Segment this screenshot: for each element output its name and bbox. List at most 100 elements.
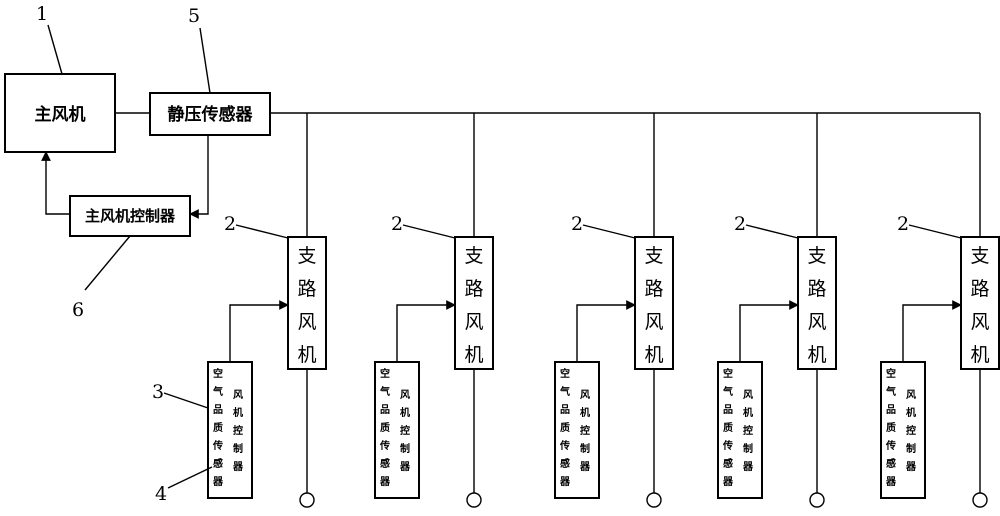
branch-controller-box: [880, 361, 926, 499]
branch-group-5: 支 路 风 机 空 气 品 质 传 感 器 风 机 控 制 器 2: [880, 113, 1000, 508]
svg-text:气: 气: [559, 385, 570, 398]
svg-text:感: 感: [380, 457, 390, 470]
svg-text:质: 质: [886, 421, 896, 434]
callout-3-leader: [163, 392, 209, 409]
branch-controller-box: [374, 361, 420, 499]
svg-text:机: 机: [970, 344, 989, 366]
callout-2: 2: [571, 213, 583, 235]
svg-text:空: 空: [560, 367, 570, 380]
svg-text:传: 传: [212, 439, 223, 452]
svg-text:空: 空: [380, 367, 390, 380]
svg-text:机: 机: [580, 406, 590, 419]
svg-text:品: 品: [380, 404, 390, 416]
branch-group-3: 支 路 风 机 空 气 品 质 传 感 器 风 机 控 制 器 2: [554, 113, 674, 508]
svg-text:路: 路: [644, 278, 663, 300]
svg-text:质: 质: [213, 421, 223, 434]
branch-fan-char: 机: [297, 344, 316, 366]
svg-text:制: 制: [906, 442, 916, 455]
svg-text:风: 风: [400, 389, 410, 401]
svg-text:器: 器: [905, 461, 917, 473]
branch-group-1: 支 路 风 机 空 气 品 质 传 感 器 风 机 控 制 器 2: [207, 113, 327, 508]
svg-text:气: 气: [379, 385, 390, 398]
callout-6: 6: [72, 299, 84, 321]
svg-text:支: 支: [807, 245, 826, 267]
sensor-to-controller-arrow: [189, 135, 209, 219]
branch-group-2: 支 路 风 机 空 气 品 质 传 感 器 风 机 控 制 器 2: [374, 113, 494, 508]
callout-2: 2: [897, 213, 909, 235]
svg-text:风: 风: [233, 389, 243, 401]
svg-text:感: 感: [723, 457, 733, 470]
svg-text:器: 器: [579, 461, 591, 473]
svg-text:空: 空: [723, 367, 733, 380]
branch-fan-char: 支: [297, 245, 316, 267]
svg-text:传: 传: [379, 439, 390, 452]
outlet-circle: [972, 492, 988, 508]
svg-text:风: 风: [580, 389, 590, 401]
branch-fan-box: [634, 236, 674, 370]
svg-text:控: 控: [580, 424, 590, 437]
svg-text:机: 机: [464, 344, 483, 366]
svg-text:器: 器: [212, 476, 224, 488]
callout-2: 2: [224, 213, 236, 235]
svg-text:支: 支: [464, 245, 483, 267]
outlet-circle: [646, 492, 662, 508]
svg-text:风: 风: [970, 311, 989, 333]
branch-controller-box: [717, 361, 763, 499]
callout-4: 4: [155, 483, 167, 505]
svg-text:支: 支: [644, 245, 663, 267]
branch-fan-char: 风: [297, 311, 316, 333]
callout-6-leader: [84, 235, 131, 291]
callout-2: 2: [734, 213, 746, 235]
svg-text:风: 风: [906, 389, 916, 401]
branch-group-4: 支 路 风 机 空 气 品 质 传 感 器 风 机 控 制 器 2: [717, 113, 837, 508]
callout-2: 2: [391, 213, 403, 235]
svg-text:支: 支: [970, 245, 989, 267]
svg-text:机: 机: [807, 344, 826, 366]
svg-text:气: 气: [722, 385, 733, 398]
svg-text:机: 机: [400, 406, 410, 419]
svg-text:质: 质: [560, 421, 570, 434]
svg-text:路: 路: [464, 278, 483, 300]
svg-text:器: 器: [722, 476, 734, 488]
svg-text:机: 机: [906, 406, 916, 419]
branch-fan-box: [454, 236, 494, 370]
svg-text:风: 风: [464, 311, 483, 333]
callout-5-leader: [199, 27, 211, 94]
svg-text:气: 气: [212, 385, 223, 398]
svg-text:质: 质: [723, 421, 733, 434]
branch-controller-box: [554, 361, 600, 499]
callout-4-leader: [167, 466, 213, 489]
callout-3: 3: [152, 381, 164, 403]
outlet-circle: [809, 492, 825, 508]
svg-text:器: 器: [232, 461, 244, 473]
svg-text:品: 品: [723, 404, 733, 416]
svg-text:机: 机: [743, 406, 753, 419]
svg-text:感: 感: [213, 457, 223, 470]
main-fan-controller-label: 主风机控制器: [85, 207, 176, 225]
svg-text:制: 制: [743, 442, 753, 455]
svg-text:感: 感: [560, 457, 570, 470]
branch-fan-box: [960, 236, 1000, 370]
svg-text:品: 品: [886, 404, 896, 416]
callout-1: 1: [36, 3, 48, 25]
svg-text:器: 器: [399, 461, 411, 473]
outlet-circle: [466, 492, 482, 508]
svg-text:路: 路: [807, 278, 826, 300]
svg-text:器: 器: [885, 476, 897, 488]
svg-text:器: 器: [742, 461, 754, 473]
svg-text:器: 器: [379, 476, 391, 488]
svg-text:控: 控: [400, 424, 410, 437]
svg-text:质: 质: [380, 421, 390, 434]
svg-text:感: 感: [886, 457, 896, 470]
callout-1-leader: [47, 24, 63, 75]
svg-text:制: 制: [233, 442, 243, 455]
svg-text:机: 机: [644, 344, 663, 366]
controller-to-fan-arrow: [41, 151, 70, 215]
svg-text:传: 传: [559, 439, 570, 452]
svg-text:路: 路: [970, 278, 989, 300]
static-pressure-sensor-box: [149, 92, 271, 136]
svg-text:控: 控: [743, 424, 753, 437]
svg-text:风: 风: [807, 311, 826, 333]
svg-text:传: 传: [885, 439, 896, 452]
